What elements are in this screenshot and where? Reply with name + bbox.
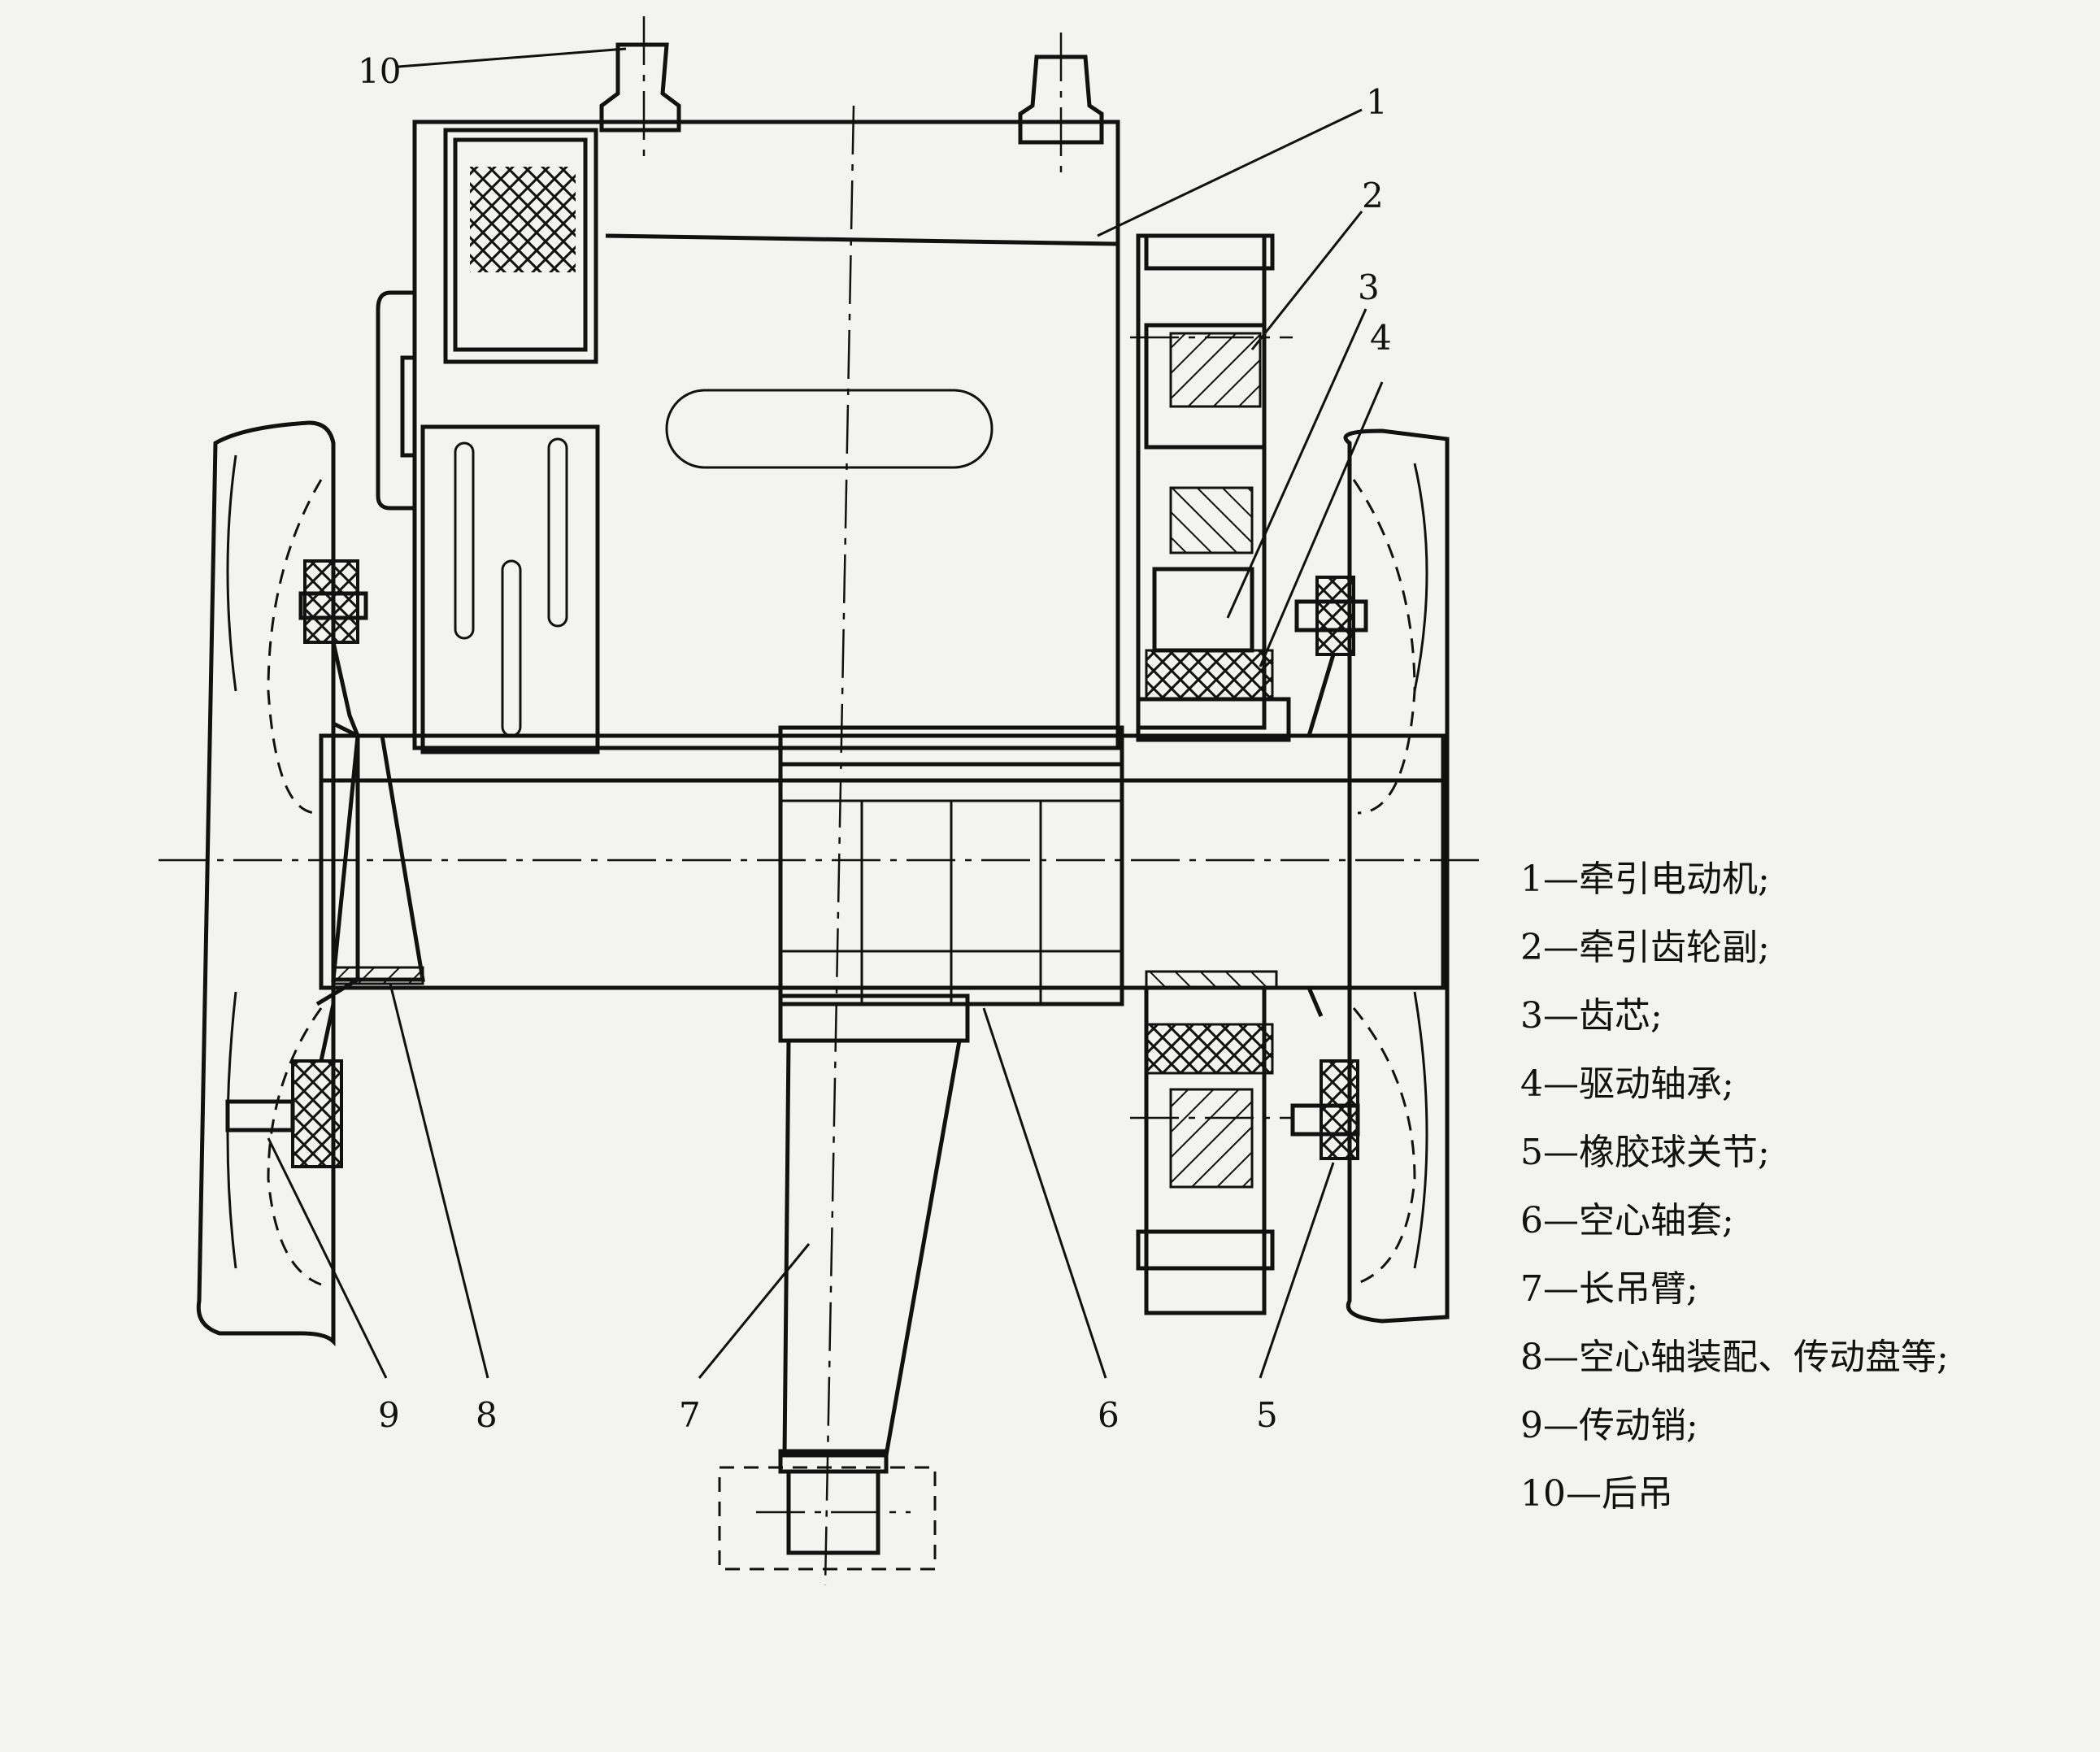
long-hanger-arm xyxy=(718,105,962,1586)
callout-1: 1 xyxy=(1366,82,1388,122)
rear-hanger-left xyxy=(599,16,681,163)
rubber-ball-joints xyxy=(225,559,1368,1168)
legend-item-9: 9—传动销; xyxy=(1520,1405,1698,1446)
legend-item-10: 10—后吊 xyxy=(1520,1473,1673,1515)
legend-item-5: 5—橡胶球关节; xyxy=(1520,1132,1770,1173)
callout-9: 9 xyxy=(378,1395,400,1435)
legend-item-3: 3—齿芯; xyxy=(1520,995,1663,1037)
legend-item-1: 1—牵引电动机; xyxy=(1520,859,1770,900)
callout-10: 10 xyxy=(358,51,401,91)
legend-item-8: 8—空心轴装配、传动盘等; xyxy=(1520,1337,1949,1378)
callout-3: 3 xyxy=(1358,267,1380,307)
legend-item-2: 2—牵引齿轮副; xyxy=(1520,927,1770,968)
drive-disc-left xyxy=(315,721,425,1006)
callout-7: 7 xyxy=(679,1395,701,1435)
axle xyxy=(159,733,1488,990)
callout-4: 4 xyxy=(1370,318,1392,358)
legend-item-7: 7—长吊臂; xyxy=(1520,1268,1698,1310)
right-wheel xyxy=(1343,428,1450,1324)
gear-case xyxy=(1130,233,1293,1315)
callout-2: 2 xyxy=(1362,176,1384,215)
hollow-shaft-sleeve xyxy=(778,725,1124,1043)
callout-6: 6 xyxy=(1098,1395,1120,1435)
left-wheel xyxy=(196,420,336,1347)
rear-hanger-right xyxy=(1018,33,1104,175)
legend-item-6: 6—空心轴套; xyxy=(1520,1200,1734,1241)
traction-motor xyxy=(376,120,1120,754)
legend: 1—牵引电动机; 2—牵引齿轮副; 3—齿芯; 4—驱动轴承; 5—橡胶球关节;… xyxy=(1520,846,2089,1528)
callout-8: 8 xyxy=(476,1395,498,1435)
callout-5: 5 xyxy=(1256,1395,1278,1435)
leader-lines xyxy=(267,47,1384,1379)
legend-item-4: 4—驱动轴承; xyxy=(1520,1063,1734,1105)
